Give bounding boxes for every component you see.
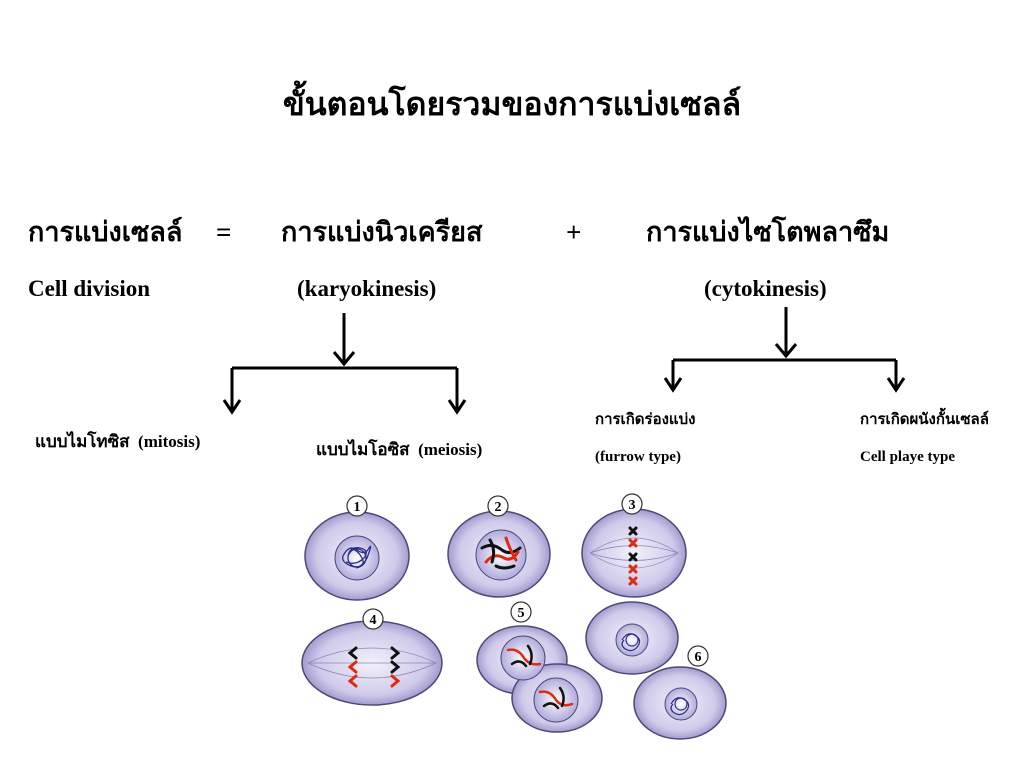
cytokinesis-english: (cytokinesis) bbox=[704, 276, 827, 301]
stage-number-2: 2 bbox=[495, 500, 502, 515]
plate-thai: การเกิดผนังกั้นเซลล์ bbox=[860, 412, 989, 428]
stage-1-cell bbox=[304, 495, 410, 601]
stage-number-3: 3 bbox=[629, 498, 636, 513]
furrow-thai: การเกิดร่องแบ่ง bbox=[595, 412, 696, 428]
slide-title: ขั้นตอนโดยรวมของการแบ่งเซลล์ bbox=[282, 86, 742, 122]
furrow-english: (furrow type) bbox=[595, 449, 681, 465]
stage-number-4: 4 bbox=[370, 613, 377, 628]
stage-number-1: 1 bbox=[354, 500, 361, 515]
meiosis-label: แบบไมโอซิส (meiosis) bbox=[316, 441, 482, 458]
mitosis-english: (mitosis) bbox=[138, 432, 201, 451]
karyokinesis-thai: การแบ่งนิวเครียส bbox=[281, 217, 483, 247]
cell-division-thai: การแบ่งเซลล์ bbox=[28, 217, 183, 247]
stage-5-cells bbox=[476, 601, 603, 733]
stage-3-cell bbox=[581, 493, 687, 598]
karyokinesis-bracket bbox=[222, 313, 467, 415]
cytokinesis-bracket bbox=[663, 307, 906, 393]
stage-6-cells bbox=[585, 601, 727, 740]
cytokinesis-thai: การแบ่งไซโตพลาซึม bbox=[646, 217, 890, 247]
cell-division-english: Cell division bbox=[28, 276, 151, 301]
stage-4-cell bbox=[301, 608, 443, 706]
stage-number-5: 5 bbox=[518, 606, 525, 621]
equals-sign: = bbox=[216, 217, 232, 247]
stage-2-cell bbox=[447, 495, 551, 598]
meiosis-thai: แบบไมโอซิส bbox=[316, 440, 410, 459]
mitosis-label: แบบไมโทซิส (mitosis) bbox=[35, 433, 200, 450]
plus-sign: + bbox=[566, 217, 582, 247]
karyokinesis-english: (karyokinesis) bbox=[297, 276, 437, 301]
stage-number-6: 6 bbox=[695, 650, 702, 665]
plate-english: Cell playe type bbox=[860, 449, 955, 465]
mitosis-thai: แบบไมโทซิส bbox=[35, 432, 130, 451]
meiosis-english: (meiosis) bbox=[418, 440, 483, 459]
